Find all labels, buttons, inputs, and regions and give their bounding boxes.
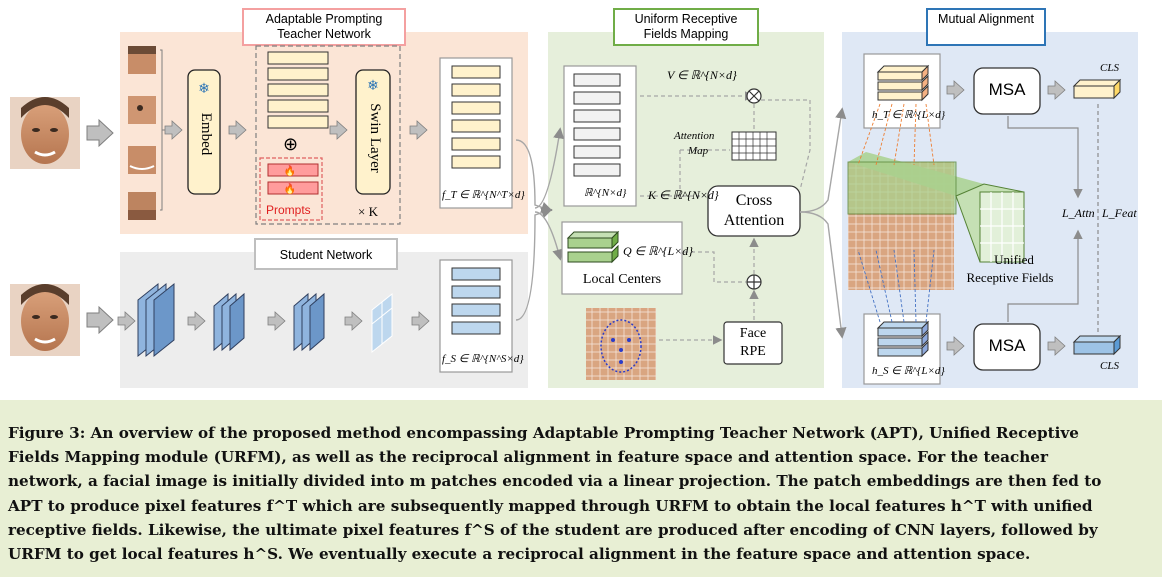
caption-line-3: network, a facial image is initially div… — [8, 472, 1102, 491]
embed-label: Embed — [198, 112, 214, 156]
student-title: Student Network — [254, 238, 398, 270]
teacher-arrows — [164, 120, 428, 140]
teacher-layer-dashed-box — [255, 45, 401, 225]
hT-tokens — [876, 64, 930, 102]
attention-map-label-1: Attention — [674, 130, 715, 142]
embed-block: ❄ — [187, 69, 221, 195]
student-feature-label: f_S ∈ ℝ^{N^S×d} — [442, 353, 524, 365]
unified-label-2: Receptive Fields — [966, 270, 1054, 285]
swin-layer-block: ❄ — [355, 69, 391, 195]
msa-student-box — [973, 323, 1041, 371]
teacher-feature-tokens — [451, 65, 501, 169]
face-rpe-box — [723, 321, 783, 365]
urfm-title: Uniform Receptive Fields Mapping — [613, 8, 759, 46]
caption-line-6: URFM to get local features h^S. We event… — [8, 545, 1031, 564]
cls-student-label: CLS — [1100, 360, 1119, 372]
face-rpe-label-1: Face — [739, 326, 767, 341]
plus-symbol: ⊕ — [283, 134, 299, 155]
otimes-symbol — [746, 88, 762, 104]
l-feat-label: L_Feat — [1102, 206, 1137, 220]
cross-attention-label-1: Cross — [735, 192, 773, 209]
teacher-feature-label: f_T ∈ ℝ^{N^T×d} — [442, 189, 525, 201]
mutual-title: Mutual Alignment — [926, 8, 1046, 46]
rnd-label: ℝ^{N×d} — [584, 187, 627, 199]
cnn-layer-3 — [293, 292, 325, 352]
face-landmark-image — [586, 308, 656, 380]
loss-lines — [1007, 116, 1083, 322]
cross-attention-box — [707, 185, 801, 237]
cls-student-token — [1072, 334, 1122, 356]
attention-map-grid — [731, 131, 777, 161]
msa-student-label: MSA — [988, 336, 1026, 355]
unified-label-1: Unified — [994, 252, 1034, 267]
cnn-feature-grid — [371, 292, 393, 354]
msa-teacher-box — [973, 67, 1041, 115]
fire-icon: 🔥 — [284, 164, 296, 177]
msa-teacher-label: MSA — [988, 80, 1026, 99]
prompt-tokens — [267, 163, 319, 195]
caption-line-2: Fields Mapping module (URFM), as well as… — [8, 448, 1048, 467]
teacher-token-stack — [267, 51, 329, 129]
cls-teacher-label: CLS — [1100, 62, 1119, 74]
local-center-tokens — [566, 230, 620, 264]
fire-icon-2: 🔥 — [284, 182, 296, 195]
feature-to-urfm-lines — [515, 127, 565, 321]
prompts-dashed-box — [259, 157, 323, 221]
urfm-out-bottom — [799, 211, 847, 339]
hS-label: h_S ∈ ℝ^{L×d} — [872, 365, 945, 377]
hT-label: h_T ∈ ℝ^{L×d} — [872, 109, 946, 121]
cross-attention-label-2: Attention — [723, 212, 785, 229]
face-rpe-label-2: RPE — [740, 344, 766, 359]
l-attn-label: L_Attn — [1062, 206, 1095, 220]
attention-map-label-2: Map — [688, 145, 709, 157]
urfm-dashed-flows — [640, 91, 811, 345]
local-centers-label: Local Centers — [582, 272, 662, 287]
caption-line-4: APT to produce pixel features f^T which … — [8, 496, 1093, 515]
urfm-out-top — [799, 107, 847, 213]
q-label: Q ∈ ℝ^{L×d} — [623, 244, 694, 258]
caption-line-5: receptive fields. Likewise, the ultimate… — [8, 520, 1098, 539]
snowflake-icon: ❄ — [198, 82, 210, 97]
diagram-svg: ❄ 🔥 🔥 ❄ — [10, 45, 1122, 385]
urfm-input-tokens — [573, 73, 621, 177]
figure-caption: Figure 3: An overview of the proposed me… — [8, 421, 1156, 566]
swin-layer-label: Swin Layer — [367, 103, 383, 173]
mutual-arrows — [946, 80, 1066, 356]
input-arrows — [86, 118, 114, 335]
face-patches — [128, 46, 156, 220]
v-label: V ∈ ℝ^{N×d} — [667, 68, 737, 82]
hS-tokens — [876, 320, 930, 358]
snowflake-icon-2: ❄ — [367, 79, 379, 94]
oplus-symbol — [746, 274, 762, 290]
teacher-feature-box — [439, 57, 513, 209]
student-arrows — [117, 311, 430, 331]
unified-receptive-field-image — [847, 152, 1025, 290]
repeat-k-label: × K — [358, 204, 378, 219]
caption-line-1: Figure 3: An overview of the proposed me… — [8, 424, 1079, 442]
student-input-face-image — [10, 284, 80, 356]
cnn-layer-1 — [137, 282, 175, 358]
apt-title: Adaptable Prompting Teacher Network — [242, 8, 406, 46]
cnn-layer-2 — [213, 292, 245, 352]
k-label: K ∈ ℝ^{N×d} — [648, 188, 719, 202]
teacher-input-face-image — [10, 97, 80, 169]
cls-teacher-token — [1072, 78, 1122, 100]
prompts-label: Prompts — [266, 203, 311, 217]
alignment-dashed-lines — [857, 103, 935, 323]
student-feature-tokens — [451, 267, 501, 335]
